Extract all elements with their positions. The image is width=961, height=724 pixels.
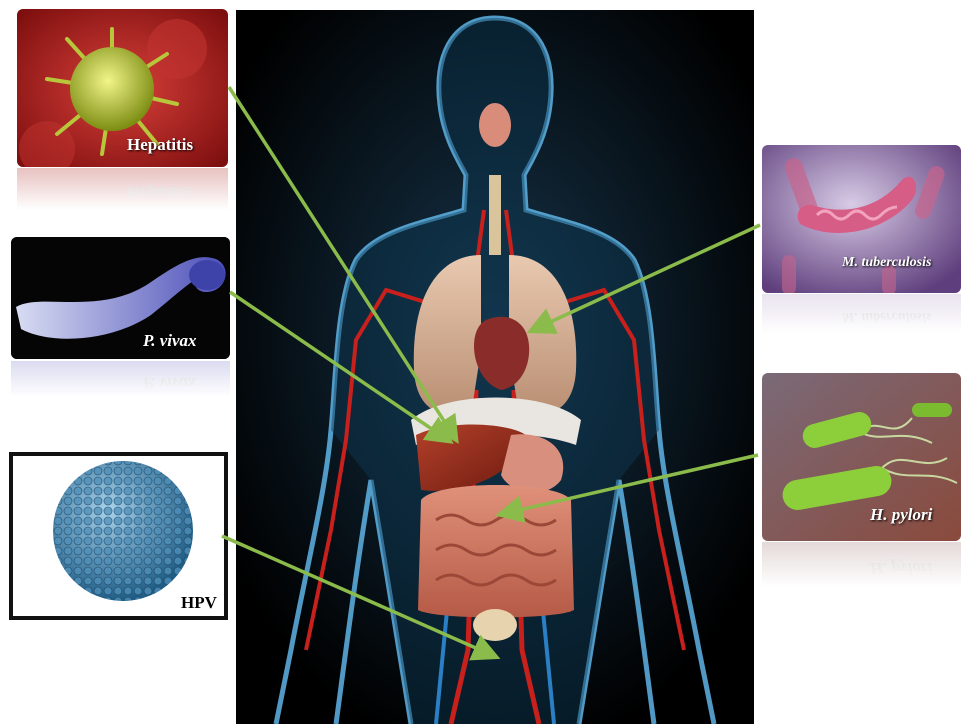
p-vivax-card: P. vivax xyxy=(11,237,230,359)
hpv-card: HPV xyxy=(9,452,228,620)
h-pylori-card: H. pylori xyxy=(762,373,961,541)
p-vivax-label: P. vivax xyxy=(143,331,197,351)
h-pylori-label: H. pylori xyxy=(870,505,932,525)
m-tuberculosis-label: M. tuberculosis xyxy=(842,255,931,271)
m-tuberculosis-card: M. tuberculosis xyxy=(762,145,961,293)
hepatitis-reflection: Hepatitis xyxy=(17,168,228,210)
m-tuberculosis-reflection-label: M. tuberculosis xyxy=(842,308,931,324)
hepatitis-virus-image xyxy=(17,9,228,167)
h-pylori-reflection-label: H. pylori xyxy=(870,558,932,578)
h-pylori-reflection: H. pylori xyxy=(762,542,961,587)
p-vivax-reflection: P. vivax xyxy=(11,361,230,397)
hepatitis-card: Hepatitis xyxy=(17,9,228,167)
p-vivax-parasite-image xyxy=(11,237,230,359)
hpv-virus-image xyxy=(13,456,224,616)
hepatitis-label: Hepatitis xyxy=(127,135,193,155)
human-anatomy-illustration xyxy=(236,10,754,724)
hpv-label: HPV xyxy=(181,593,217,613)
hepatitis-reflection-label: Hepatitis xyxy=(127,182,193,202)
m-tuberculosis-reflection: M. tuberculosis xyxy=(762,294,961,334)
p-vivax-reflection-label: P. vivax xyxy=(143,373,197,393)
bladder xyxy=(473,609,517,641)
